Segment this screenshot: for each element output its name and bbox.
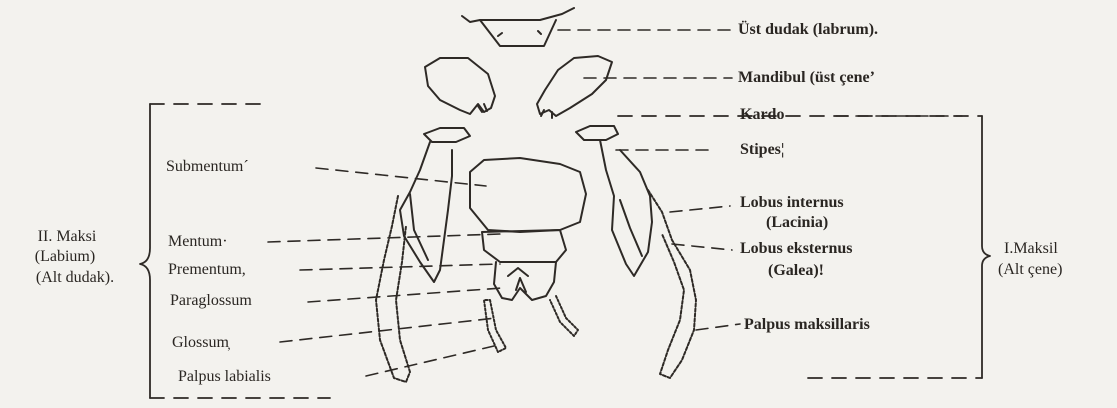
label-submentum: Submentum´: [166, 158, 249, 176]
label-palpus-labialis: Palpus labialis: [178, 368, 271, 386]
label-prementum: Prementum,: [168, 261, 246, 279]
label-lobus-internus: Lobus internus: [740, 194, 844, 212]
group-labium-line-1: II. Maksi: [8, 228, 126, 246]
label-labrum: Üst dudak (labrum).: [738, 21, 878, 39]
label-galea: (Galea)!: [768, 262, 824, 280]
label-lobus-eksternus: Lobus eksternus: [740, 240, 852, 258]
group-labium-line-3: (Alt dudak).: [16, 269, 134, 287]
mandible-right-shape: [537, 56, 612, 118]
label-palpus-maksillaris: Palpus maksillaris: [744, 316, 870, 334]
labium-shape: [470, 158, 586, 352]
label-kardo: Kardo: [740, 106, 784, 124]
label-mandibul: Mandibul (üst çeneʼ: [738, 69, 875, 87]
label-paraglossum: Paraglossum: [170, 292, 252, 310]
mandible-left-shape: [425, 58, 495, 114]
label-mentum: Mentum·: [168, 233, 228, 251]
maxilla-right-shape: [576, 126, 696, 378]
labrum-shape: [462, 8, 574, 46]
maxilla-left-shape: [376, 128, 470, 382]
label-lacinia: (Lacinia): [766, 214, 828, 232]
group-maksil-line-2: (Alt çene): [998, 261, 1062, 279]
label-glossum: Glossum̦: [172, 334, 229, 352]
group-labium-line-2: (Labium): [6, 248, 124, 266]
label-stipes: Stipes¦: [740, 141, 784, 159]
group-maksil-line-1: I.Maksil: [1004, 240, 1058, 258]
labium-bracket: [140, 104, 330, 398]
